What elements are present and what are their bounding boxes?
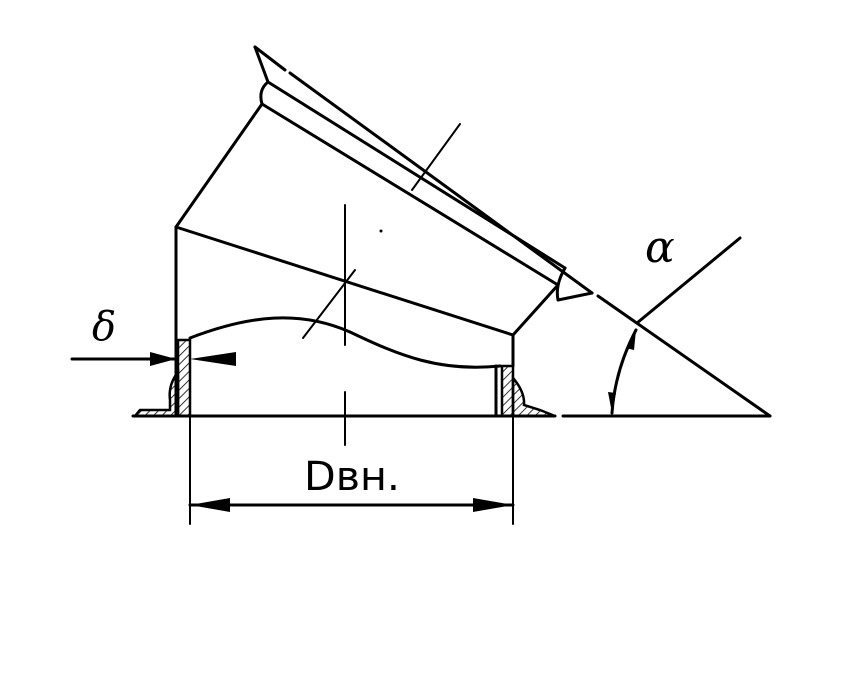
opening-curve	[188, 316, 502, 369]
branch-axis-tick-2	[411, 123, 461, 191]
right-flange	[494, 364, 556, 418]
branch-flange	[253, 45, 594, 302]
angle-arrow-top	[626, 330, 636, 350]
dim-arrow-left	[190, 498, 230, 512]
thickness-arrow-left	[150, 352, 176, 366]
inner-diameter-label: Dвн.	[304, 454, 400, 500]
dim-arrow-right	[473, 498, 513, 512]
branch-top-edge	[174, 102, 264, 229]
center-dot	[379, 229, 383, 233]
angle-leader	[635, 236, 742, 325]
thickness-arrow-right	[190, 352, 236, 366]
branch-axis-tick-1	[302, 269, 356, 339]
thickness-label: δ	[92, 304, 116, 350]
angle-arrow-bottom	[608, 392, 616, 413]
branch-right-edge	[511, 283, 560, 337]
angle-label: α	[645, 222, 675, 273]
angle-ray	[596, 294, 772, 418]
left-flange	[132, 338, 192, 418]
